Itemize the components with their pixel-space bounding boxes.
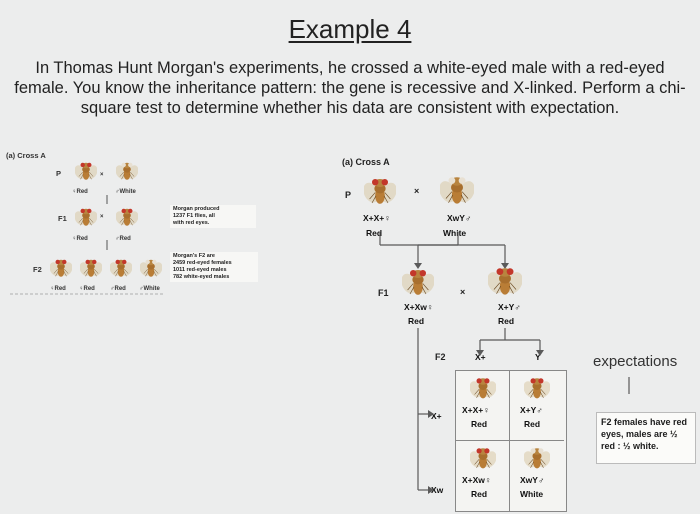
punnett-row-header-1: X+ — [431, 411, 442, 421]
left-note-f1: Morgan produced 1237 F1 flies, all with … — [170, 205, 256, 228]
left-f2-label-4: ♂White — [139, 286, 160, 292]
fly-cell-3-icon — [470, 445, 496, 471]
left-f1-female-label: ♀Red — [72, 236, 88, 242]
left-p-label: P — [56, 169, 62, 178]
left-heading: (a) Cross A — [6, 151, 46, 160]
cell-genotype: XwY♂ — [520, 475, 545, 485]
fly-right-p-male-icon — [440, 173, 474, 207]
expectations-note: F2 females have red eyes, males are ½ re… — [596, 412, 696, 464]
note2-line: 1011 red-eyed males — [173, 267, 227, 273]
right-heading: (a) Cross A — [342, 157, 390, 167]
left-cross-p: × — [100, 172, 104, 178]
slide-title: Example 4 — [288, 14, 412, 44]
left-f2-label-1: ♀Red — [50, 286, 66, 292]
left-f2-label: F2 — [33, 265, 42, 274]
cell-phenotype: Red — [471, 419, 488, 429]
fly-cell-4-icon — [524, 445, 550, 471]
left-cross-f1: × — [100, 214, 104, 220]
punnett-col-header-2: Y — [535, 352, 541, 362]
note1-line: 1237 F1 flies, all — [173, 213, 215, 219]
left-p-female-label: ♀Red — [72, 189, 88, 195]
cell-genotype: X+X+♀ — [462, 405, 490, 415]
right-p-female-phenotype: Red — [366, 228, 383, 238]
punnett-col-header-1: X+ — [475, 352, 486, 362]
fly-cell-2-icon — [524, 375, 550, 401]
punnett-cell-4: XwY♂ White — [510, 441, 564, 511]
right-cross-p: × — [414, 186, 420, 196]
note2-line: 2459 red-eyed females — [173, 260, 232, 266]
note1-line: Morgan produced — [173, 206, 220, 212]
right-f1-female-phenotype: Red — [408, 316, 425, 326]
right-f1-female-genotype: X+Xw♀ — [404, 302, 434, 312]
note2-line: Morgan's F2 are — [173, 253, 215, 259]
left-p-male-label: ♂White — [115, 189, 136, 195]
left-f1-male-label: ♂Red — [115, 236, 131, 242]
right-cross-f1: × — [460, 287, 466, 297]
left-f2-label-3: ♂Red — [110, 286, 126, 292]
punnett-square: X+X+♀ Red X+Y♂ Red X+Xw♀ Red XwY♂ White — [455, 370, 567, 512]
right-f1-label: F1 — [378, 288, 389, 298]
fly-right-p-female-icon — [364, 175, 396, 207]
cell-phenotype: Red — [524, 419, 541, 429]
right-p-female-genotype: X+X+♀ — [363, 213, 391, 223]
cell-genotype: X+Xw♀ — [462, 475, 492, 485]
cell-phenotype: Red — [471, 489, 488, 499]
left-f2-label-2: ♀Red — [79, 286, 95, 292]
punnett-row-header-2: Xw — [431, 485, 444, 495]
punnett-cell-3: X+Xw♀ Red — [456, 441, 510, 511]
slide-paragraph: In Thomas Hunt Morgan's experiments, he … — [14, 59, 686, 117]
left-f1-label: F1 — [58, 214, 67, 223]
expectations-label: expectations — [593, 353, 678, 370]
fly-right-f1-male-icon — [488, 264, 522, 298]
cell-phenotype: White — [520, 489, 544, 499]
right-f2-label: F2 — [435, 352, 446, 362]
punnett-cell-2: X+Y♂ Red — [510, 371, 564, 441]
note1-line: with red eyes. — [173, 220, 210, 226]
cell-genotype: X+Y♂ — [520, 405, 543, 415]
right-p-male-genotype: XwY♂ — [447, 213, 472, 223]
right-p-male-phenotype: White — [443, 228, 467, 238]
fly-right-f1-female-icon — [402, 266, 434, 298]
punnett-cell-1: X+X+♀ Red — [456, 371, 510, 441]
fly-cell-1-icon — [470, 375, 496, 401]
note2-line: 782 white-eyed males — [173, 274, 230, 280]
right-f1-male-genotype: X+Y♂ — [498, 302, 521, 312]
right-p-label: P — [345, 190, 352, 200]
left-note-f2: Morgan's F2 are 2459 red-eyed females 10… — [170, 252, 258, 282]
right-f1-male-phenotype: Red — [498, 316, 515, 326]
